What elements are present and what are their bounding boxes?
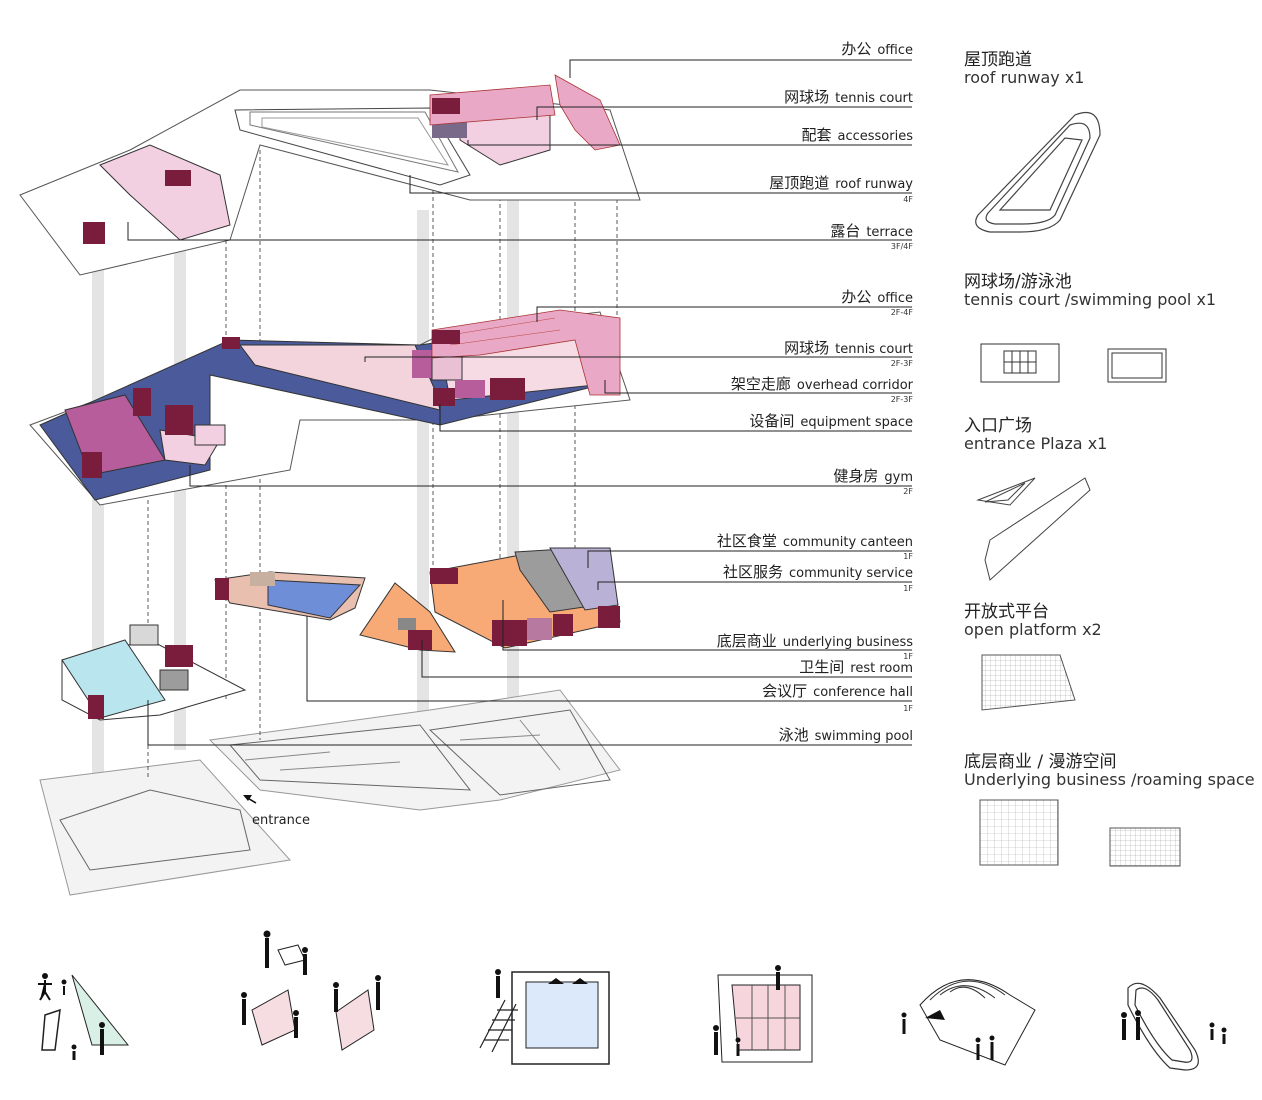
floor-business: 1F bbox=[903, 652, 913, 661]
amphitheater-piano-icon bbox=[901, 979, 1036, 1066]
floor-conference: 1F bbox=[903, 704, 913, 713]
leader-lines bbox=[127, 59, 912, 746]
conference-block bbox=[214, 571, 366, 621]
platform-people-icon bbox=[241, 930, 381, 1051]
legend-platform-icon bbox=[981, 654, 1076, 711]
pool-ladder-icon bbox=[479, 969, 610, 1065]
legend-roaming-icon bbox=[979, 799, 1181, 867]
runway-runners-icon bbox=[1121, 982, 1227, 1071]
floor-service: 1F bbox=[903, 584, 913, 593]
tennis-people-icon bbox=[713, 965, 813, 1063]
entrance-arrow-icon bbox=[243, 795, 257, 804]
floor-gym: 2F bbox=[903, 487, 913, 496]
floor-office-mid: 2F-4F bbox=[890, 308, 913, 317]
floor-roof-runway: 4F bbox=[903, 195, 913, 204]
restroom-block bbox=[359, 582, 456, 653]
legend-plaza-icon bbox=[976, 477, 1091, 581]
ground-floor-plan bbox=[39, 689, 621, 896]
floor-canteen: 1F bbox=[903, 552, 913, 561]
entrance-label: entrance bbox=[252, 813, 311, 828]
legend-tennis-icon bbox=[980, 343, 1060, 383]
legend-pool-icon bbox=[1107, 348, 1167, 383]
floor-tennis-mid: 2F-3F bbox=[890, 359, 913, 368]
canteen-service-block bbox=[429, 547, 621, 649]
plaza-people-icon bbox=[38, 973, 130, 1060]
second-floor bbox=[29, 309, 631, 506]
floor-terrace: 3F/4F bbox=[890, 242, 913, 251]
pool-block bbox=[61, 624, 247, 721]
roof-floor bbox=[19, 74, 641, 276]
legend-runway-icon bbox=[975, 111, 1101, 233]
floor-corridor: 2F-3F bbox=[890, 395, 913, 404]
